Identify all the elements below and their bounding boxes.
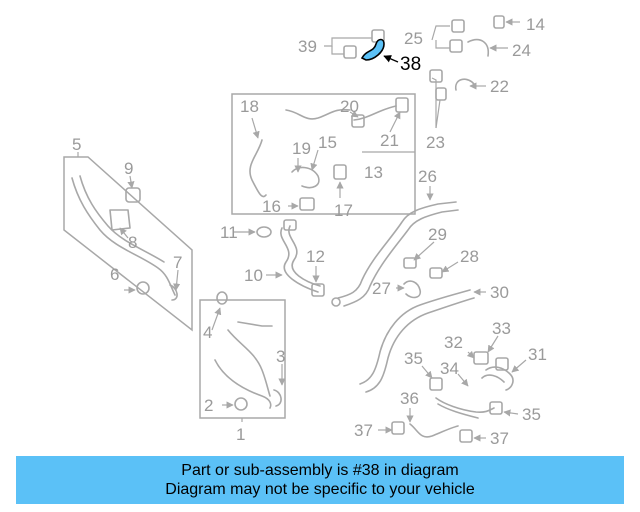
- parts-31-37: [391, 351, 514, 443]
- callout-18: 18: [240, 97, 259, 116]
- callout-9: 9: [124, 159, 133, 178]
- callout-8: 8: [128, 233, 137, 252]
- callout-39: 39: [298, 37, 317, 56]
- coolant-pipe-30: [359, 289, 475, 393]
- callout-11: 11: [220, 223, 238, 242]
- parts-27-29: [403, 257, 443, 299]
- parts-diagram: 1 2 3 4 5 6 7 8 9 10 11 12 13 14 15 16 1…: [63, 15, 547, 448]
- callout-16: 16: [262, 197, 281, 216]
- callout-30: 30: [490, 283, 509, 302]
- callout-4: 4: [203, 323, 212, 342]
- callout-6: 6: [110, 265, 119, 284]
- banner-line-1: Part or sub-assembly is #38 in diagram: [181, 462, 459, 479]
- callout-12: 12: [306, 247, 325, 266]
- callout-38: 38: [400, 54, 421, 75]
- callout-2: 2: [204, 396, 213, 415]
- hose-38-highlighted: [360, 38, 385, 61]
- callout-10: 10: [244, 266, 263, 285]
- callout-35a: 35: [404, 349, 423, 368]
- callout-15: 15: [318, 133, 337, 152]
- info-banner: Part or sub-assembly is #38 in diagram D…: [16, 456, 624, 504]
- callout-14: 14: [526, 15, 545, 34]
- callout-17: 17: [334, 201, 353, 220]
- callout-22: 22: [490, 77, 509, 96]
- hose-10: [256, 219, 325, 297]
- callout-19: 19: [292, 139, 311, 158]
- callout-labels: 1 2 3 4 5 6 7 8 9 10 11 12 13 14 15 16 1…: [72, 15, 547, 448]
- callout-32: 32: [444, 333, 463, 352]
- callout-37a: 37: [354, 421, 373, 440]
- callout-1: 1: [236, 425, 245, 444]
- callout-24: 24: [512, 41, 531, 60]
- leader-lines: [77, 18, 527, 442]
- group-box-13: [231, 93, 416, 215]
- callout-27: 27: [372, 279, 391, 298]
- callout-3: 3: [276, 347, 285, 366]
- callout-25: 25: [404, 29, 423, 48]
- callout-34: 34: [440, 359, 459, 378]
- callout-28: 28: [460, 247, 479, 266]
- group-box-5: [63, 156, 193, 332]
- callout-23: 23: [426, 133, 445, 152]
- callout-37b: 37: [490, 429, 509, 448]
- callout-13: 13: [364, 163, 383, 182]
- hoses-group-13: [249, 97, 409, 211]
- callout-5: 5: [72, 135, 81, 154]
- coolant-pipe-26: [331, 201, 459, 307]
- banner-line-2: Diagram may not be specific to your vehi…: [165, 481, 475, 498]
- upper-right-parts: [343, 15, 505, 101]
- coolant-pipe-assembly-5: [71, 175, 178, 301]
- callout-7: 7: [173, 253, 182, 272]
- callout-26: 26: [418, 167, 437, 186]
- callout-21: 21: [380, 131, 399, 150]
- callout-35b: 35: [522, 405, 541, 424]
- callout-36: 36: [400, 389, 419, 408]
- callout-31: 31: [528, 345, 547, 364]
- pipe-group-1: [214, 291, 282, 411]
- callout-20: 20: [340, 97, 359, 116]
- callout-29: 29: [428, 225, 447, 244]
- callout-33: 33: [492, 319, 511, 338]
